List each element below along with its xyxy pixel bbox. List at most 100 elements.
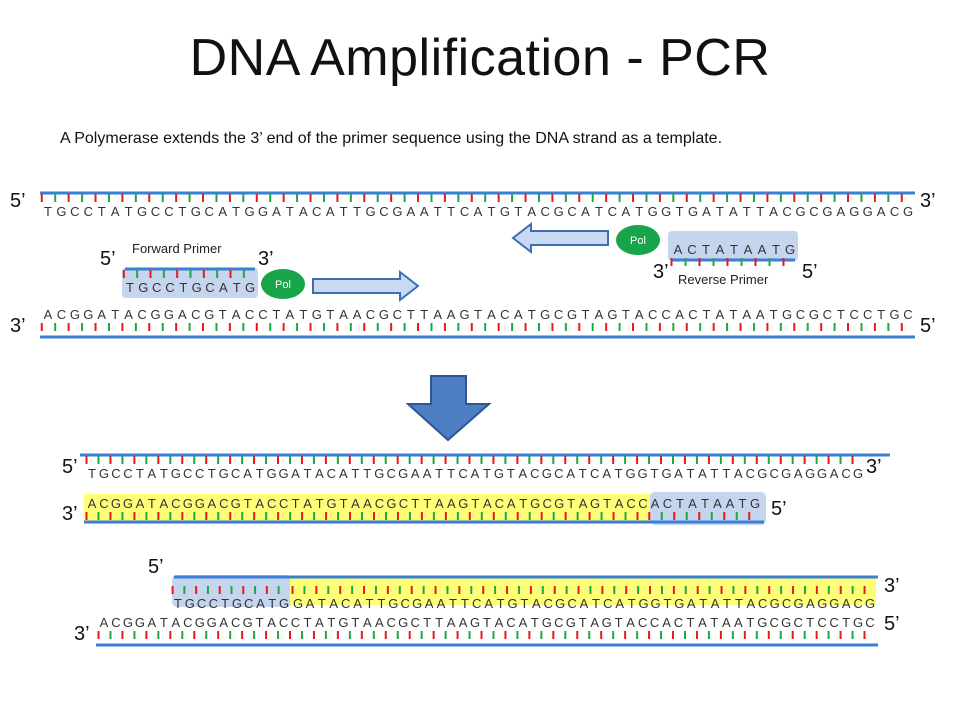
product2-bottom-bases-letter: A bbox=[519, 615, 528, 630]
top-strand-bases-letter: A bbox=[326, 204, 335, 219]
product1-top-bases-letter: G bbox=[219, 466, 229, 481]
top-strand-bases-letter: G bbox=[863, 204, 873, 219]
top-strand-5prime-label: 5’ bbox=[10, 190, 26, 212]
bottom-strand-bases-letter: C bbox=[661, 307, 670, 322]
product2-bottom-bases-letter: C bbox=[291, 615, 300, 630]
reverse-primer-bases-letter: A bbox=[758, 242, 767, 257]
product2-bottom-bases-letter: C bbox=[410, 615, 419, 630]
product1-primer-bases-letter: T bbox=[701, 496, 709, 511]
product1-new-bases-letter: T bbox=[603, 496, 611, 511]
product2-bottom-bases-letter: T bbox=[806, 615, 814, 630]
top-strand-bases-letter: A bbox=[272, 204, 281, 219]
bottom-strand-bases-letter: A bbox=[514, 307, 523, 322]
product1-top-bases-letter: C bbox=[554, 466, 563, 481]
product1-new-bases-letter: G bbox=[386, 496, 396, 511]
product2-new-bases-letter: A bbox=[425, 596, 434, 611]
product1-top-bases-letter: C bbox=[590, 466, 599, 481]
bottom-strand-bases-letter: A bbox=[339, 307, 348, 322]
product1-new-bases-letter: A bbox=[615, 496, 624, 511]
top-strand-bases-letter: G bbox=[245, 204, 255, 219]
product2-bottom-bases-letter: C bbox=[387, 615, 396, 630]
top-strand-bases-letter: G bbox=[56, 204, 66, 219]
top-strand-bases-letter: C bbox=[567, 204, 576, 219]
product1-new-bases-letter: T bbox=[340, 496, 348, 511]
top-strand-bases-letter: T bbox=[125, 204, 133, 219]
product2-bottom-bases-letter: T bbox=[710, 615, 718, 630]
top-strand-bases-letter: T bbox=[232, 204, 240, 219]
product1-new-bases-letter: T bbox=[423, 496, 431, 511]
top-strand-bases-letter: C bbox=[460, 204, 469, 219]
bottom-strand-bases-letter: C bbox=[554, 307, 563, 322]
forward-polymerase: Pol bbox=[261, 269, 305, 299]
product2-bottom-bases-letter: C bbox=[638, 615, 647, 630]
product2-new-bases-letter: A bbox=[484, 596, 493, 611]
polymerase-label: Pol bbox=[630, 235, 646, 247]
top-strand-bases-letter: G bbox=[849, 204, 859, 219]
bottom-strand-bases-letter: T bbox=[877, 307, 885, 322]
product2-new-bases-letter: A bbox=[806, 596, 815, 611]
page-title: DNA Amplification - PCR bbox=[189, 29, 771, 87]
bottom-strand-bases-letter: T bbox=[528, 307, 536, 322]
bottom-strand-bases-letter: A bbox=[433, 307, 442, 322]
reverse-primer-bases-letter: T bbox=[772, 242, 780, 257]
bottom-strand-bases-letter: G bbox=[164, 307, 174, 322]
product1-new-bases-letter: A bbox=[447, 496, 456, 511]
product1-new-bases-letter: G bbox=[554, 496, 564, 511]
top-strand-bases-letter: C bbox=[84, 204, 93, 219]
product1-top-bases-letter: T bbox=[651, 466, 659, 481]
bottom-strand-bases-letter: T bbox=[420, 307, 428, 322]
forward-primer-bases-letter: A bbox=[219, 280, 228, 295]
product2-bottom-bases-letter: T bbox=[746, 615, 754, 630]
bottom-strand-bases-letter: T bbox=[219, 307, 227, 322]
product2-new-bases-letter: G bbox=[793, 596, 803, 611]
product1-new-bases-letter: G bbox=[195, 496, 205, 511]
product2-bottom-bases-letter: T bbox=[842, 615, 850, 630]
product1-top-bases-letter: A bbox=[794, 466, 803, 481]
top-strand-bases-letter: T bbox=[44, 204, 52, 219]
bottom-strand-bases-letter: T bbox=[770, 307, 778, 322]
top-strand-bases-letter: T bbox=[487, 204, 495, 219]
forward-primer-bases-letter: T bbox=[179, 280, 187, 295]
bottom-strand-bases-letter: G bbox=[379, 307, 389, 322]
product2-bottom-bases-letter: T bbox=[531, 615, 539, 630]
product2-bottom-bases-letter: A bbox=[626, 615, 635, 630]
product2-bottom-bases-letter: A bbox=[100, 615, 109, 630]
product2-new-bases-letter: G bbox=[650, 596, 660, 611]
product2-bottom-bases-letter: T bbox=[351, 615, 359, 630]
down-arrow-icon bbox=[405, 375, 492, 442]
product1-top-bases-letter: C bbox=[195, 466, 204, 481]
product1-new-bases-letter: T bbox=[244, 496, 252, 511]
product1-top-bases-letter: A bbox=[423, 466, 432, 481]
product2-bottom-bases-letter: A bbox=[447, 615, 456, 630]
product2-bottom-bases-letter: C bbox=[554, 615, 563, 630]
product1-top-bases-letter: T bbox=[483, 466, 491, 481]
product2-new-bases-letter: T bbox=[366, 596, 374, 611]
bottom-strand-bases-letter: G bbox=[150, 307, 160, 322]
product1-top-bases-letter: C bbox=[458, 466, 467, 481]
bottom-strand-bases-letter: G bbox=[204, 307, 214, 322]
reverse-primer-bases-letter: C bbox=[687, 242, 696, 257]
product1-top-bases-letter: C bbox=[746, 466, 755, 481]
product2-primer-bases-letter: G bbox=[185, 596, 195, 611]
product1-primer-bases-letter: A bbox=[651, 496, 660, 511]
top-strand-bases-letter: A bbox=[406, 204, 415, 219]
product2-new-bases-letter: A bbox=[580, 596, 589, 611]
product2-bottom-bases-letter: G bbox=[135, 615, 145, 630]
product1-top-bases-letter: T bbox=[447, 466, 455, 481]
product2-bottom-bases-letter: C bbox=[817, 615, 826, 630]
product2-bottom-bases-letter: A bbox=[590, 615, 599, 630]
top-strand-bases-letter: G bbox=[365, 204, 375, 219]
top-strand-bases-letter: C bbox=[782, 204, 791, 219]
bottom-strand-bases-letter: T bbox=[622, 307, 630, 322]
product2-new-bases-letter: G bbox=[507, 596, 517, 611]
product2-bottom-bases-letter: G bbox=[781, 615, 791, 630]
product2-bottom-bases-letter: T bbox=[327, 615, 335, 630]
product1-new-bases-letter: A bbox=[507, 496, 516, 511]
product2-new-bases-letter: G bbox=[293, 596, 303, 611]
